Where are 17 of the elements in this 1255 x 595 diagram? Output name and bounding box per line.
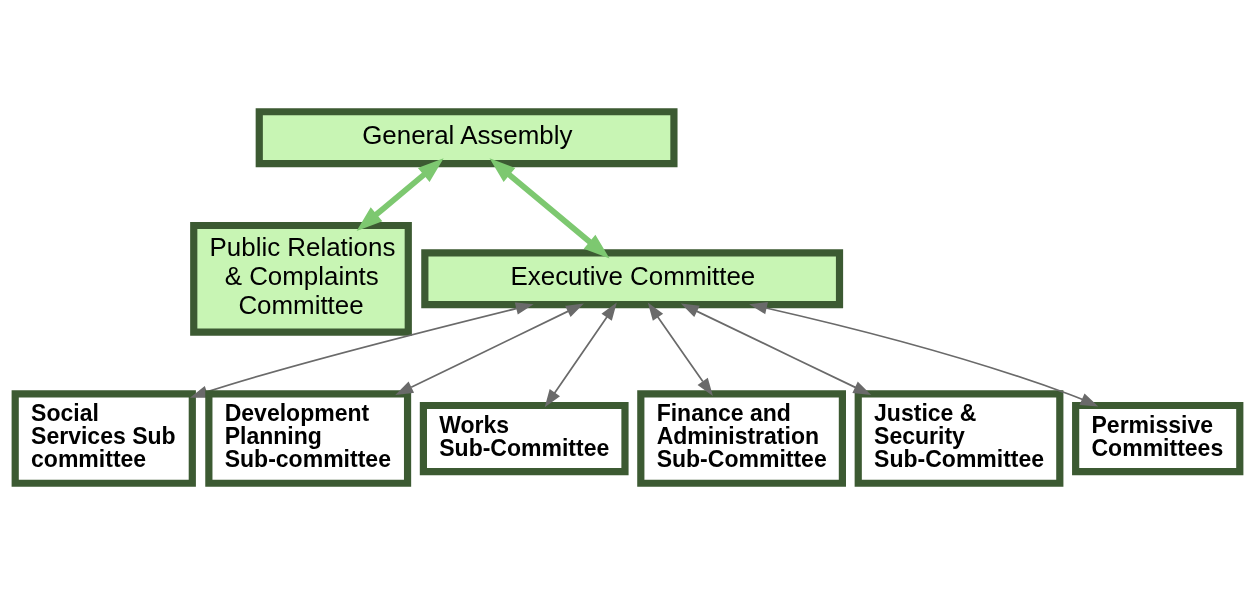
arrow — [749, 302, 1099, 407]
arrow — [680, 303, 872, 395]
arrow — [544, 302, 617, 408]
arrow — [395, 303, 584, 395]
node-box: Social Services Sub committee — [11, 390, 196, 487]
node-box: Works Sub-Committee — [419, 401, 629, 476]
arrow — [356, 158, 444, 231]
arrow — [489, 158, 610, 259]
node-box: Finance and Administration Sub-Committee — [637, 390, 846, 487]
node-box: Justice & Security Sub-Committee — [854, 390, 1064, 487]
node-box: General Assembly — [255, 108, 678, 168]
node-box: Executive Committee — [421, 249, 844, 309]
arrow — [189, 302, 534, 398]
node-box: Permissive Committees — [1072, 401, 1244, 476]
node-box: Development Planning Sub-committee — [205, 390, 412, 487]
arrow — [647, 302, 713, 396]
node-box: Public Relations & Complaints Committee — [190, 221, 412, 336]
